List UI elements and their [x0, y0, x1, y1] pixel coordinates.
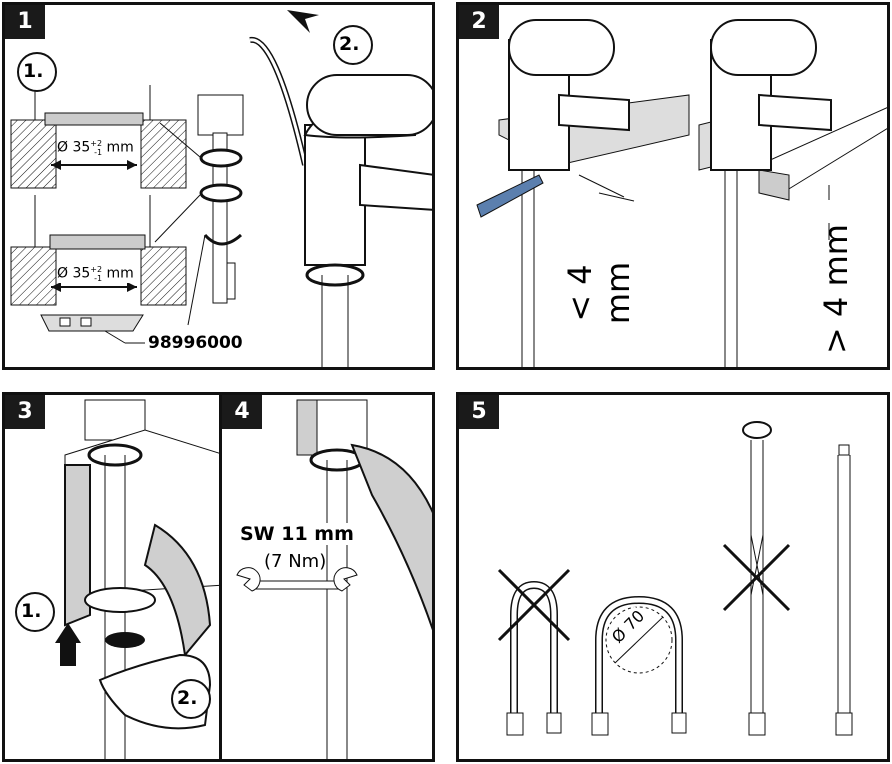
step-1-label: 1.	[23, 60, 44, 82]
part-number: 98996000	[148, 333, 243, 353]
panel-number-badge: 5	[459, 395, 499, 429]
sink-hole-bottom	[10, 195, 187, 306]
diameter-value: Ø 35	[57, 265, 91, 282]
panel-number-badge: 1	[5, 5, 45, 39]
panel-number-badge: 3	[5, 395, 45, 429]
step-2-label: 2.	[339, 33, 360, 55]
diameter-label-bottom: Ø 35+2-1 mm	[57, 265, 134, 284]
panel-3-illustration	[15, 399, 219, 759]
panel-4: 4 SW 11 mm (7 Nm)	[219, 392, 435, 762]
sink-hole-top	[10, 85, 187, 189]
hose-tight-bend-incorrect	[497, 568, 571, 736]
hose-correct-bend	[591, 595, 687, 736]
panel-5-illustration	[497, 421, 853, 736]
panel-2-illustration	[476, 19, 887, 367]
diameter-label-top: Ø 35+2-1 mm	[57, 139, 134, 158]
diameter-value: Ø 35	[57, 139, 91, 156]
hose-straight	[835, 444, 853, 736]
adapter-part-98996000	[40, 314, 145, 344]
wrench-icon	[236, 567, 358, 592]
panel-1-illustration	[10, 10, 432, 367]
panel-1: 1	[2, 2, 435, 370]
hose-twisted-incorrect	[722, 421, 791, 736]
step-2-label: 2.	[177, 687, 198, 709]
faucet-panel1	[249, 10, 432, 367]
dimension-greater-than: > 4 mm	[817, 224, 855, 354]
panel-number-badge: 2	[459, 5, 499, 39]
torque-label: (7 Nm)	[264, 551, 327, 572]
step-1-label: 1.	[21, 600, 42, 622]
panel-number-badge: 4	[222, 395, 262, 429]
faucet-right	[698, 19, 887, 367]
panel-2: 2 < 4 mm > 4 mm	[456, 2, 890, 370]
threaded-rod-washers	[154, 94, 244, 326]
diameter-unit: mm	[106, 139, 134, 156]
diameter-unit: mm	[106, 265, 134, 282]
faucet-left	[476, 19, 690, 367]
dimension-less-than: < 4 mm	[561, 261, 637, 325]
panel-4-illustration	[236, 399, 432, 759]
panel-3: 3 1. 2.	[2, 392, 222, 762]
step-2-marker	[333, 25, 373, 65]
wrench-size-label: SW 11 mm	[240, 523, 354, 545]
step-1-marker	[17, 52, 57, 92]
panel-5: 5	[456, 392, 890, 762]
